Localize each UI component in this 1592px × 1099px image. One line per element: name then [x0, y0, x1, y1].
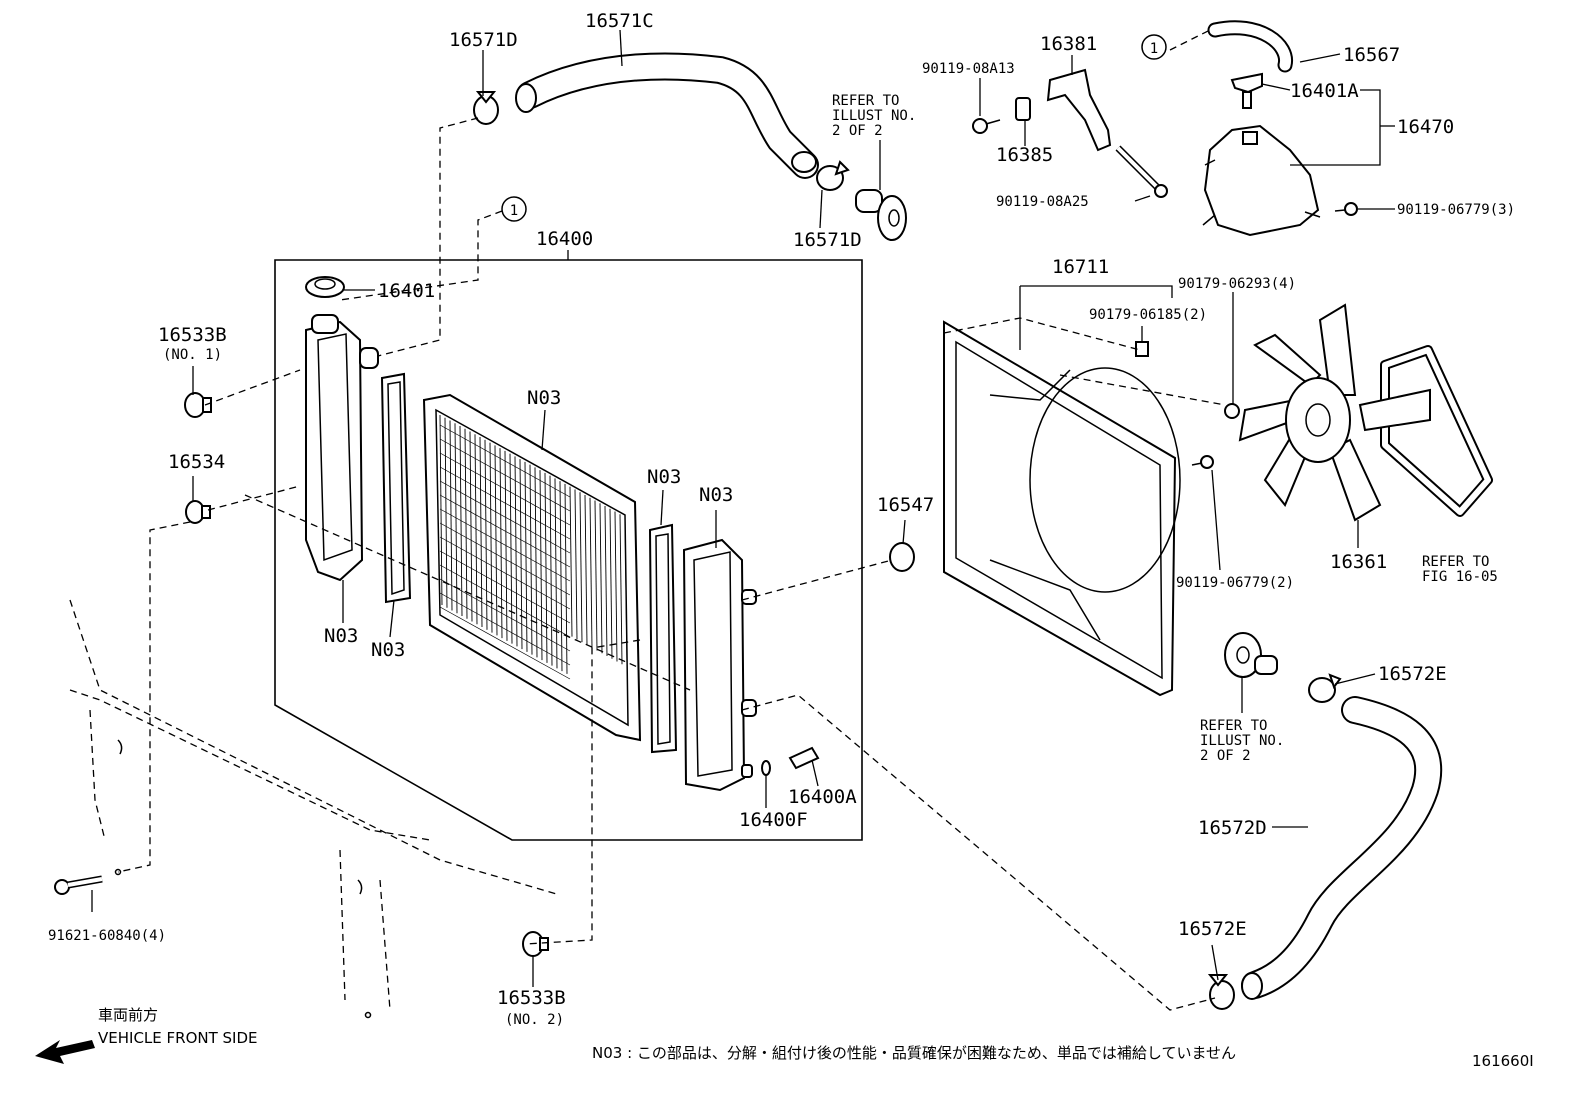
label-16711: 16711 — [1052, 256, 1109, 278]
label-16534: 16534 — [168, 451, 225, 473]
svg-text:REFER TO: REFER TO — [1200, 718, 1267, 734]
ref-marker-1-mid: 1 — [501, 196, 527, 222]
label-16361: 16361 — [1330, 551, 1387, 573]
upper-radiator-hose — [515, 52, 819, 179]
label-90119-08A13: 90119-08A13 — [922, 61, 1015, 77]
label-16401: 16401 — [378, 280, 435, 302]
label-16571C: 16571C — [585, 10, 654, 32]
label-90119-06779-3: 90119-06779(3) — [1397, 202, 1515, 218]
label-90119-06779-2: 90119-06779(2) — [1176, 575, 1294, 591]
label-16571D-top: 16571D — [449, 29, 518, 51]
front-side-label-en: VEHICLE FRONT SIDE — [98, 1029, 258, 1047]
nut-90179-06293 — [1224, 403, 1240, 419]
gasket-left — [380, 372, 412, 604]
label-16572E-bottom: 16572E — [1178, 918, 1247, 940]
fan-shroud — [943, 320, 1181, 697]
svg-text:2 OF 2: 2 OF 2 — [832, 123, 883, 139]
bolt-90119-06779-3 — [1334, 202, 1358, 216]
bracket-16381 — [1046, 68, 1112, 152]
svg-text:2 OF 2: 2 OF 2 — [1200, 748, 1251, 764]
radiator-core — [422, 393, 642, 742]
water-inlet-bottom — [1224, 632, 1278, 678]
label-16401A: 16401A — [1290, 80, 1359, 102]
label-n03-gasket-right: N03 — [647, 466, 681, 488]
label-16400A: 16400A — [788, 786, 857, 808]
dashed-leaders — [117, 29, 1226, 1011]
label-n03-tank-left: N03 — [324, 625, 358, 647]
part-labels: 16571D 16571C 16571D 90119-08A13 16381 1… — [48, 10, 1515, 1028]
clip-16385 — [1015, 97, 1031, 121]
refer-note-top: REFER TO ILLUST NO. 2 OF 2 — [832, 93, 916, 139]
cushion-16533B-no1 — [184, 392, 212, 418]
hose-clamp-top-right — [816, 160, 850, 191]
svg-text:1: 1 — [1150, 41, 1158, 57]
label-91621-60840: 91621-60840(4) — [48, 928, 166, 944]
hose-clamp-lower-bottom — [1207, 974, 1235, 1010]
o-ring — [761, 760, 771, 776]
refer-note-bottom: REFER TO ILLUST NO. 2 OF 2 — [1200, 718, 1284, 764]
label-16470: 16470 — [1397, 116, 1454, 138]
cushion-16534 — [185, 500, 211, 524]
leader-lines — [91, 29, 1395, 987]
drive-belt — [1380, 345, 1493, 517]
label-16400F: 16400F — [739, 809, 808, 831]
drain-cock — [788, 746, 820, 770]
cushion-16547 — [889, 542, 915, 572]
radiator-assembly-box — [274, 259, 863, 841]
label-16571D-bottom: 16571D — [793, 229, 862, 251]
svg-text:ILLUST NO.: ILLUST NO. — [1200, 733, 1284, 749]
label-16533B-top: 16533B — [158, 324, 227, 346]
water-outlet-top — [855, 189, 907, 241]
label-16572D: 16572D — [1198, 817, 1267, 839]
gasket-right — [648, 523, 678, 754]
svg-text:FIG 16-05: FIG 16-05 — [1422, 569, 1498, 585]
figure-id: 161660I — [1472, 1052, 1534, 1070]
radiator-cap — [305, 276, 345, 298]
svg-text:REFER TO: REFER TO — [1422, 554, 1489, 570]
label-16533B-bottom: 16533B — [497, 987, 566, 1009]
n03-footnote: N03 : この部品は、分解・組付け後の性能・品質確保が困難なため、単品では補給… — [592, 1044, 1236, 1062]
label-16381: 16381 — [1040, 33, 1097, 55]
bolt-90119-06779-2 — [1191, 455, 1214, 469]
bolt-90119-08A13 — [972, 118, 1001, 134]
label-n03-core: N03 — [527, 387, 561, 409]
svg-text:1: 1 — [510, 203, 518, 219]
radiator-right-tank — [682, 538, 757, 792]
bolt-91621-60840 — [54, 875, 103, 895]
label-90179-06185: 90179-06185(2) — [1089, 307, 1207, 323]
label-90119-08A25: 90119-08A25 — [996, 194, 1089, 210]
cooling-fan — [1238, 303, 1431, 522]
label-16400: 16400 — [536, 228, 593, 250]
label-n03-gasket-left: N03 — [371, 639, 405, 661]
reserve-tank-cap — [1230, 72, 1263, 109]
label-16547: 16547 — [877, 494, 934, 516]
refer-note-fig: REFER TO FIG 16-05 — [1422, 554, 1498, 585]
hose-clamp-top-left — [473, 91, 499, 125]
label-n03-tank-right: N03 — [699, 484, 733, 506]
label-16567: 16567 — [1343, 44, 1400, 66]
lower-radiator-hose — [1241, 696, 1443, 1000]
label-16572E-top: 16572E — [1378, 663, 1447, 685]
label-no2: (NO. 2) — [505, 1012, 564, 1028]
reserve-tank — [1202, 124, 1321, 237]
vehicle-body-outline — [69, 599, 561, 1019]
label-16385: 16385 — [996, 144, 1053, 166]
reserve-tank-hose — [1207, 20, 1293, 73]
radiator-left-tank — [305, 314, 379, 582]
svg-text:REFER TO: REFER TO — [832, 93, 899, 109]
vehicle-front-arrow-icon — [35, 1040, 95, 1064]
hose-clamp-lower-top — [1308, 673, 1342, 703]
front-side-label-jp: 車両前方 — [98, 1006, 158, 1024]
svg-text:ILLUST NO.: ILLUST NO. — [832, 108, 916, 124]
label-no1: (NO. 1) — [163, 347, 222, 363]
bolt-90119-08A25 — [1115, 145, 1168, 198]
ref-marker-1-top: 1 — [1141, 34, 1167, 60]
label-90179-06293: 90179-06293(4) — [1178, 276, 1296, 292]
